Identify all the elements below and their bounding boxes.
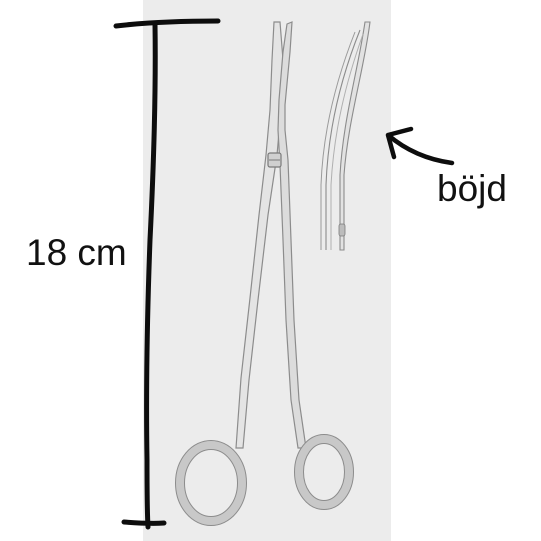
curved-tip-detail	[320, 21, 371, 251]
scissors-left-ring	[175, 440, 247, 526]
scissors-right-shank	[277, 21, 307, 449]
scissors-left-shank	[235, 21, 284, 449]
measurement-bottom-cap	[121, 519, 167, 526]
measurement-bar	[113, 18, 221, 530]
curved-label: böjd	[437, 168, 507, 209]
scissors-right-ring	[294, 434, 354, 510]
scissors-image	[175, 21, 354, 526]
length-label: 18 cm	[26, 232, 127, 273]
instrument-photo-background	[143, 0, 391, 541]
measurement-vertical-line	[144, 21, 158, 530]
curved-arrow-icon	[385, 126, 455, 166]
measurement-top-cap	[113, 18, 221, 29]
